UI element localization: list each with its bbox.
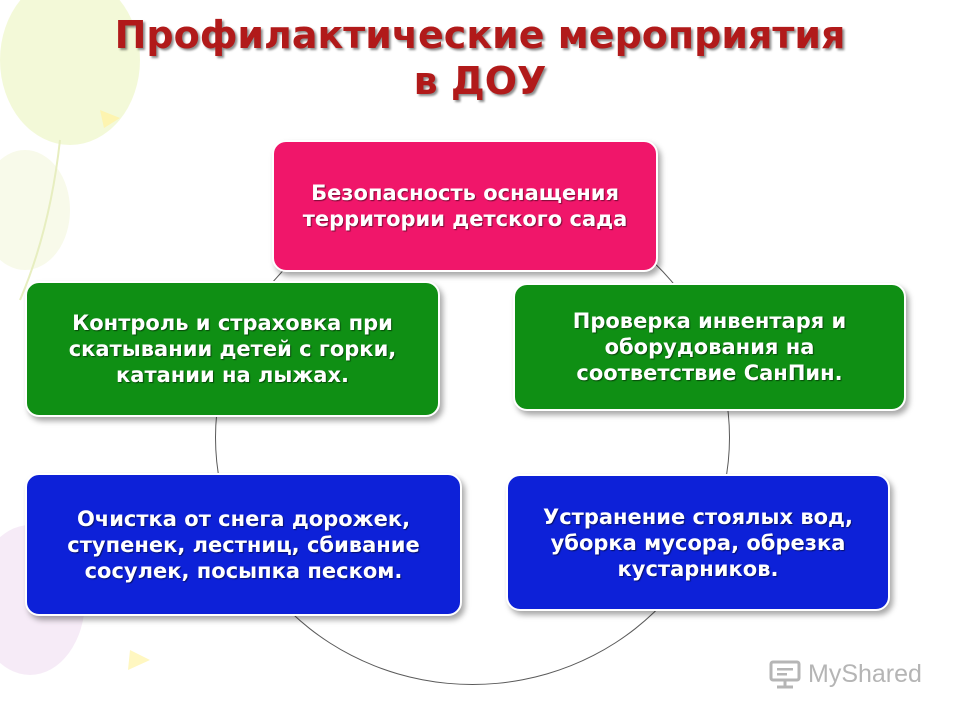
myshared-watermark: MyShared: [768, 656, 922, 692]
presentation-board-icon: [769, 660, 801, 689]
node-snow-clearing: Очистка от снега дорожек, ступенек, лест…: [25, 473, 462, 616]
node-slide-ski-supervision-label: Контроль и страховка при скатывании дете…: [68, 311, 397, 387]
node-water-debris-removal: Устранение стоялых вод, уборка мусора, о…: [506, 474, 890, 611]
node-equipment-check-label: Проверка инвентаря и оборудования на соо…: [572, 309, 847, 385]
node-territory-safety-label: Безопасность оснащения территории детско…: [302, 181, 628, 231]
page-title: Профилактические мероприятия в ДОУ: [0, 12, 960, 104]
node-snow-clearing-label: Очистка от снега дорожек, ступенек, лест…: [67, 506, 420, 583]
title-line-1: Профилактические мероприятия: [114, 13, 846, 57]
watermark-text: MyShared: [808, 659, 922, 688]
title-line-2: в ДОУ: [413, 59, 547, 103]
node-slide-ski-supervision: Контроль и страховка при скатывании дете…: [25, 281, 440, 417]
node-water-debris-removal-label: Устранение стоялых вод, уборка мусора, о…: [543, 504, 853, 581]
node-equipment-check: Проверка инвентаря и оборудования на соо…: [513, 283, 906, 411]
node-territory-safety: Безопасность оснащения территории детско…: [272, 140, 658, 272]
